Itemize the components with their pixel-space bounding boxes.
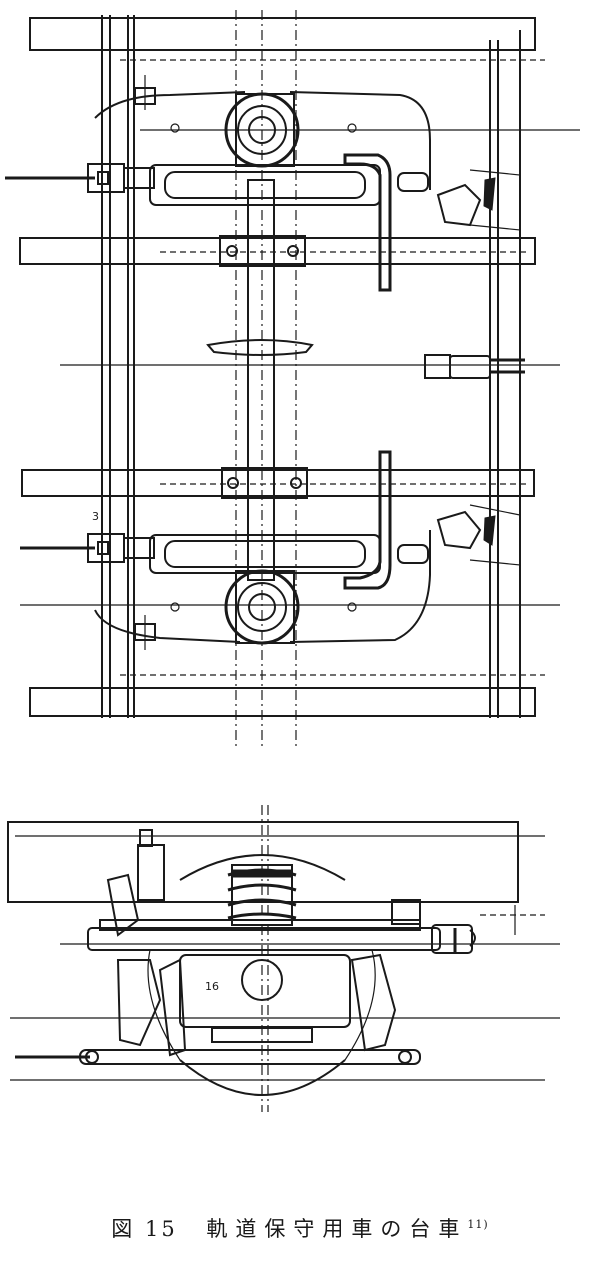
car-body: [7, 821, 519, 903]
caption-reference: 11): [467, 1218, 489, 1231]
side-left-hanger: [106, 829, 187, 1057]
bottom-wheel: [224, 569, 300, 645]
side-frame-outline: [94, 91, 431, 643]
rail-brackets: [219, 235, 308, 499]
bolt-holes: [170, 123, 357, 612]
caption-label: 図: [111, 1217, 139, 1241]
j-bar-bottom: [343, 450, 392, 590]
center-pivot: [206, 339, 314, 356]
right-hangers: [397, 169, 525, 566]
j-bar-top: [343, 153, 392, 292]
side-callout-number: 16: [205, 980, 219, 993]
plan-callout-number: 3: [92, 510, 99, 523]
small-fittings: [134, 75, 156, 650]
frame-vertical-members: [101, 15, 521, 718]
center-axle-shaft: [247, 179, 275, 581]
side-view: 16: [7, 805, 560, 1112]
left-rod-ends: [5, 163, 155, 563]
coil-spring: [227, 864, 297, 926]
hidden-lines: [120, 59, 545, 676]
plan-view: 3: [5, 10, 580, 750]
figure-caption: 図 15 軌道保守用車の台車11): [0, 1213, 600, 1243]
caption-number: 15: [144, 1217, 178, 1241]
brake-beams: [149, 164, 381, 574]
axle-centerlines: [20, 10, 580, 750]
frame-longitudinal-members: [19, 17, 536, 717]
caption-title: 軌道保守用車の台車: [206, 1217, 468, 1241]
side-frame: [10, 919, 560, 1081]
side-right-parts: [350, 899, 545, 1052]
side-wheel: [179, 854, 346, 1096]
